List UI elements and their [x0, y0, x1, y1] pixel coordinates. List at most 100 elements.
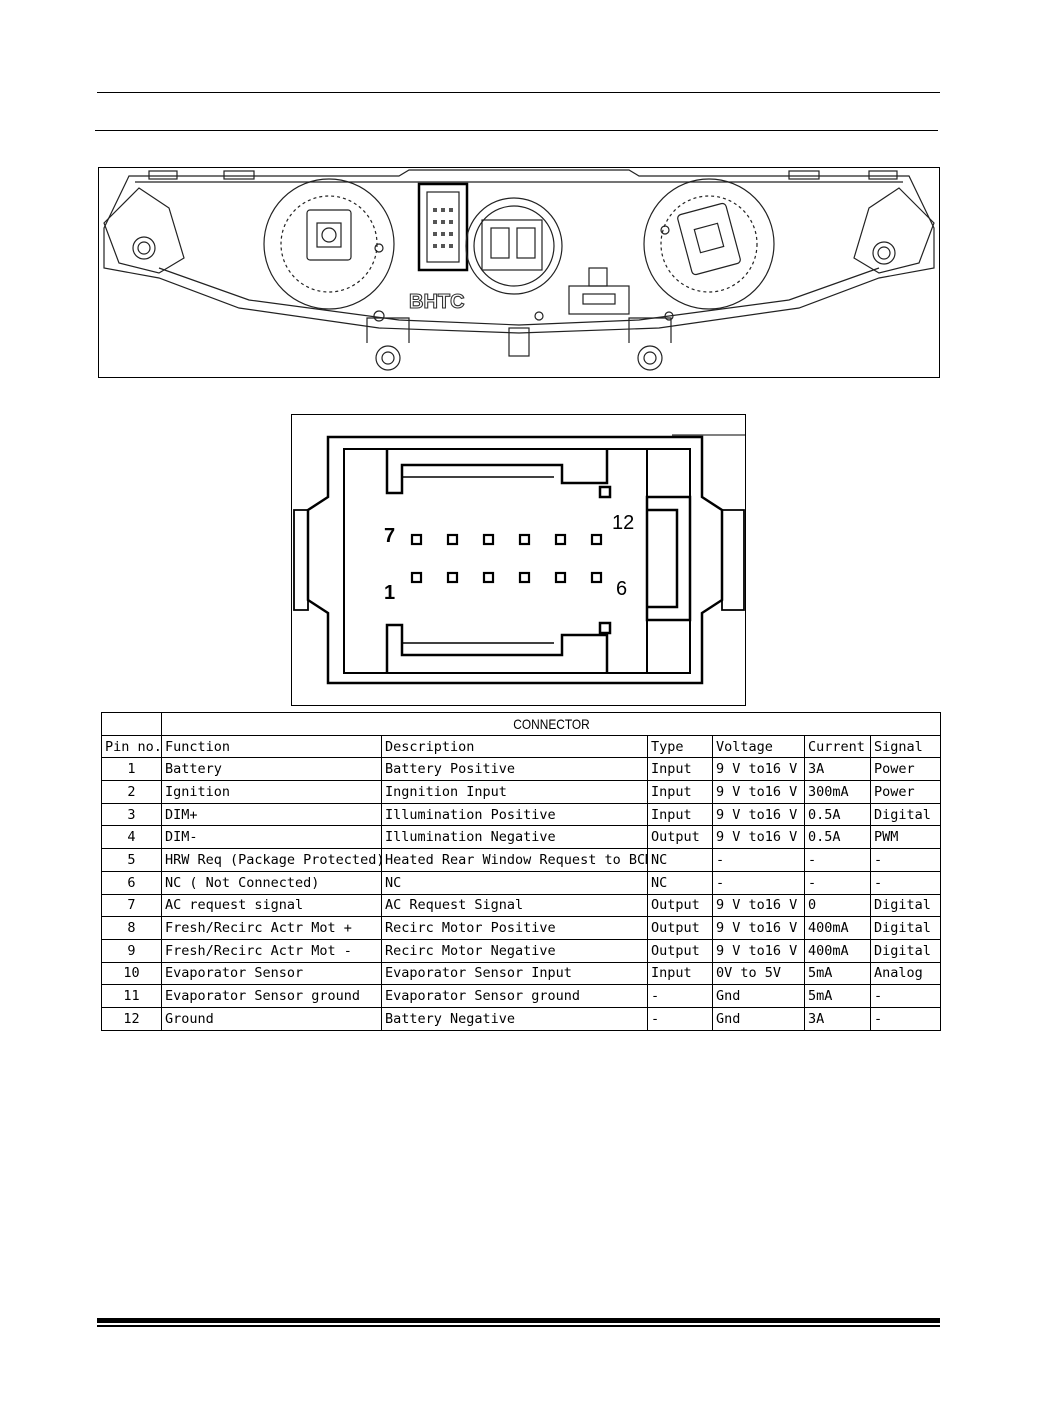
table-cell: Ingnition Input: [381, 780, 648, 804]
table-cell: 400mA: [804, 938, 871, 963]
column-header: Signal: [869, 734, 942, 759]
table-cell: Gnd: [712, 1006, 805, 1031]
table-cell: AC request signal: [161, 893, 382, 918]
table-cell: 2: [101, 780, 162, 804]
table-cell: 9 V to16 V: [712, 938, 805, 963]
pin-label-12: 12: [612, 512, 634, 534]
table-cell: 6: [101, 870, 162, 895]
table-cell: 11: [101, 984, 162, 1008]
table-cell: Input: [647, 802, 713, 827]
connector-face-svg: 7 12 1 6: [293, 434, 745, 685]
footer-rule-thin: [97, 1325, 940, 1327]
table-cell: Evaporator Sensor ground: [161, 984, 382, 1008]
table-cell: 9: [101, 938, 162, 963]
table-cell: -: [869, 984, 942, 1008]
table-cell: 300mA: [804, 780, 871, 804]
header-rule-bottom: [95, 130, 938, 131]
table-cell: -: [712, 848, 805, 872]
table-cell: 9 V to16 V: [712, 757, 805, 782]
table-cell: 12: [101, 1006, 162, 1031]
bhtc-logo: BHTC: [409, 291, 465, 313]
control-panel-svg: BHTC: [103, 169, 935, 371]
table-cell: Digital: [869, 916, 942, 940]
table-cell: Output: [647, 825, 713, 850]
table-cell: Power: [869, 780, 942, 804]
table-cell: DIM-: [161, 825, 382, 850]
table-cell: 9 V to16 V: [712, 916, 805, 940]
table-cell: Analog: [869, 961, 942, 986]
table-cell: Illumination Negative: [381, 825, 648, 850]
table-cell: 3A: [804, 1006, 871, 1031]
table-cell: Battery Negative: [381, 1006, 648, 1031]
table-cell: Input: [647, 757, 713, 782]
table-cell: Gnd: [712, 984, 805, 1008]
table-cell: -: [869, 1006, 942, 1031]
table-cell: Digital: [869, 893, 942, 918]
table-cell: Battery: [161, 757, 382, 782]
table-cell: 3: [101, 802, 162, 827]
table-cell: AC Request Signal: [381, 893, 648, 918]
table-cell: NC: [381, 870, 648, 895]
pin-label-6: 6: [616, 578, 627, 600]
table-cell: NC: [647, 870, 713, 895]
table-cell: Input: [647, 780, 713, 804]
table-cell: PWM: [869, 825, 942, 850]
table-cell: Output: [647, 916, 713, 940]
table-cell: Illumination Positive: [381, 802, 648, 827]
column-header: Pin no.: [101, 734, 162, 759]
table-cell: Recirc Motor Positive: [381, 916, 648, 940]
table-cell: -: [804, 848, 871, 872]
control-panel-drawing: BHTC: [98, 167, 940, 378]
table-cell: DIM+: [161, 802, 382, 827]
column-header: Voltage: [712, 734, 805, 759]
table-cell: 4: [101, 825, 162, 850]
table-cell: Battery Positive: [381, 757, 648, 782]
table-cell: -: [869, 870, 942, 895]
table-cell: HRW Req (Package Protected): [161, 848, 382, 872]
table-cell: 9 V to16 V: [712, 780, 805, 804]
table-cell: Evaporator Sensor ground: [381, 984, 648, 1008]
connector-face-drawing: 7 12 1 6: [291, 414, 746, 706]
header-rule-top: [97, 92, 940, 93]
table-cell: Evaporator Sensor Input: [381, 961, 648, 986]
table-cell: 1: [101, 757, 162, 782]
pin-label-1: 1: [384, 582, 395, 604]
table-cell: -: [869, 848, 942, 872]
table-title-spacer: [101, 712, 162, 736]
table-cell: Heated Rear Window Request to BCM: [381, 848, 648, 872]
column-header: Current: [804, 734, 871, 759]
table-cell: 0V to 5V: [712, 961, 805, 986]
table-cell: -: [804, 870, 871, 895]
table-cell: 5mA: [804, 961, 871, 986]
table-cell: Power: [869, 757, 942, 782]
table-cell: 9 V to16 V: [712, 825, 805, 850]
pin-label-7: 7: [384, 525, 395, 547]
column-header: Type: [647, 734, 713, 759]
table-cell: -: [647, 1006, 713, 1031]
table-cell: 3A: [804, 757, 871, 782]
table-title-row: CONNECTOR: [101, 712, 941, 736]
table-cell: 8: [101, 916, 162, 940]
table-cell: NC: [647, 848, 713, 872]
table-cell: Digital: [869, 938, 942, 963]
table-cell: Input: [647, 961, 713, 986]
column-header: Function: [161, 734, 382, 759]
table-cell: 7: [101, 893, 162, 918]
footer-rule-thick: [97, 1318, 940, 1323]
table-cell: Digital: [869, 802, 942, 827]
table-cell: Fresh/Recirc Actr Mot -: [161, 938, 382, 963]
table-cell: 5: [101, 848, 162, 872]
table-cell: 400mA: [804, 916, 871, 940]
table-cell: -: [647, 984, 713, 1008]
